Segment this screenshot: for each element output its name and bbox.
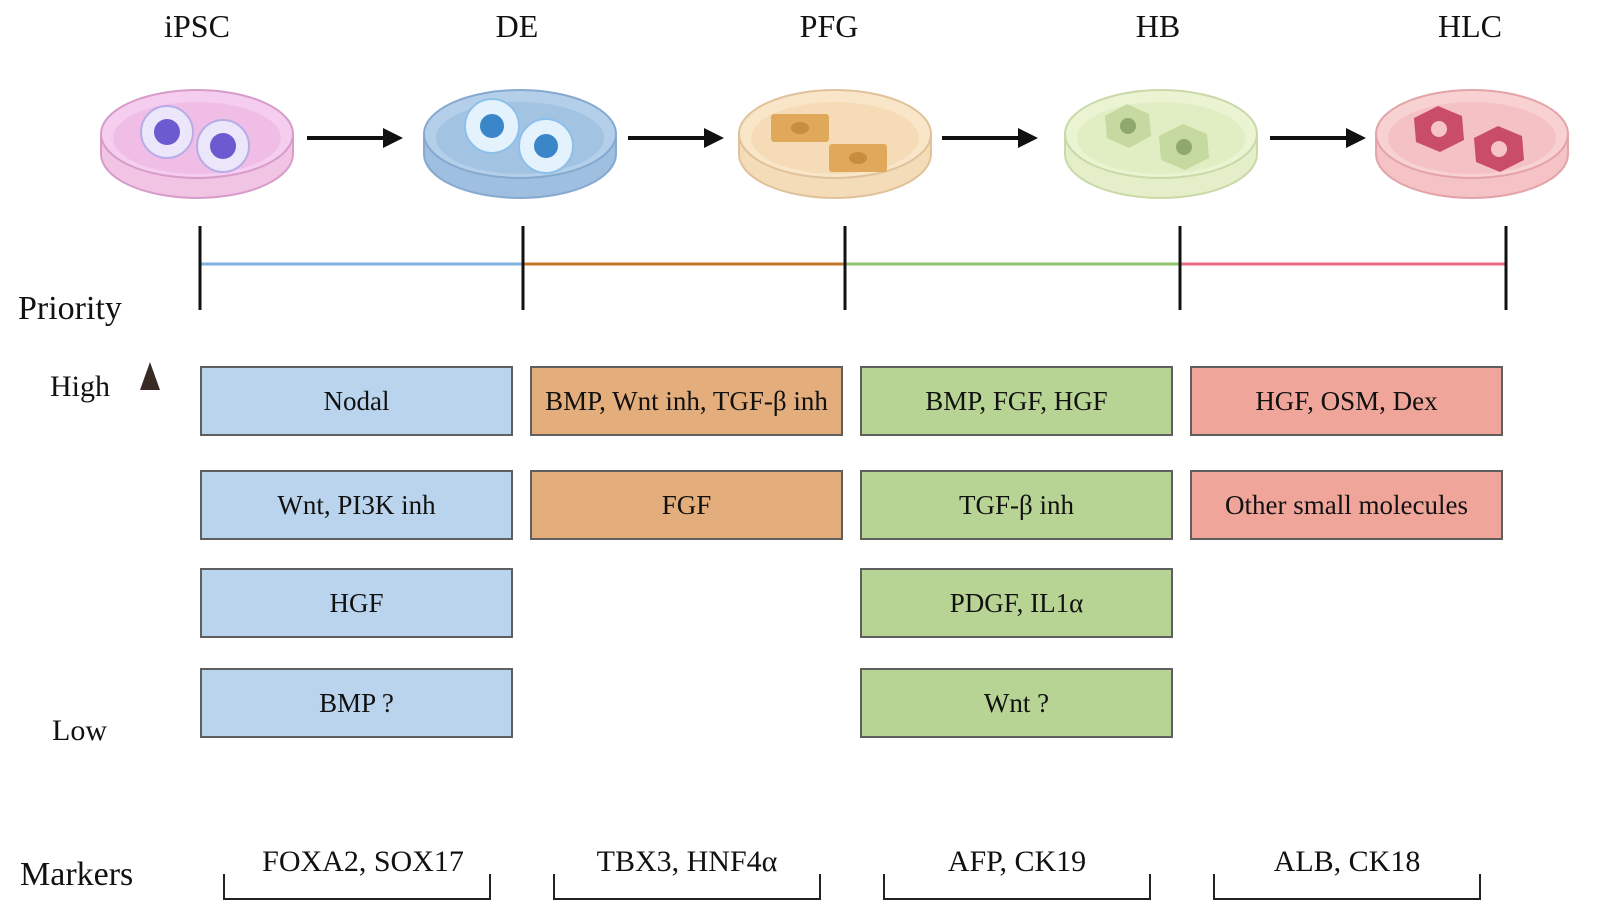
factor-box-de-pfg-2: FGF — [530, 470, 843, 540]
stage-label-pfg: PFG — [799, 8, 859, 44]
factor-box-pfg-hb-3: PDGF, IL1α — [860, 568, 1173, 638]
arrow-right-icon — [942, 128, 1038, 148]
petri-dish-hlc-icon — [1375, 89, 1569, 199]
factor-box-ipsc-de-1: Nodal — [200, 366, 513, 436]
factor-box-ipsc-de-3: HGF — [200, 568, 513, 638]
axis-high-label: High — [50, 370, 110, 403]
stage-label-hlc: HLC — [1438, 8, 1502, 44]
factor-box-pfg-hb-1: BMP, FGF, HGF — [860, 366, 1173, 436]
petri-dish-hb-icon — [1064, 89, 1258, 199]
marker-text-1: FOXA2, SOX17 — [262, 845, 464, 878]
priority-label: Priority — [18, 290, 122, 327]
factor-box-hb-hlc-1: HGF, OSM, Dex — [1190, 366, 1503, 436]
marker-text-4: ALB, CK18 — [1273, 845, 1421, 878]
factor-box-pfg-hb-2: TGF-β inh — [860, 470, 1173, 540]
petri-dish-ipsc-icon — [100, 89, 294, 199]
priority-axis-arrow-icon — [140, 362, 160, 758]
axis-low-label: Low — [52, 714, 107, 747]
marker-bracket — [223, 874, 491, 900]
stage-label-hb: HB — [1135, 8, 1181, 44]
markers-label: Markers — [20, 856, 134, 893]
stage-label-de: DE — [495, 8, 539, 44]
marker-text-3: AFP, CK19 — [947, 845, 1087, 878]
stage-label-ipsc: iPSC — [164, 8, 230, 44]
petri-dish-pfg-icon — [738, 89, 932, 199]
factor-box-pfg-hb-4: Wnt ? — [860, 668, 1173, 738]
marker-text-2: TBX3, HNF4α — [596, 845, 778, 878]
arrow-right-icon — [628, 128, 724, 148]
arrow-right-icon — [307, 128, 403, 148]
petri-dish-de-icon — [423, 89, 617, 199]
factor-box-hb-hlc-2: Other small molecules — [1190, 470, 1503, 540]
marker-bracket — [553, 874, 821, 900]
arrow-right-icon — [1270, 128, 1366, 148]
factor-box-ipsc-de-2: Wnt, PI3K inh — [200, 470, 513, 540]
factor-box-ipsc-de-4: BMP ? — [200, 668, 513, 738]
marker-bracket — [883, 874, 1151, 900]
marker-bracket — [1213, 874, 1481, 900]
factor-box-de-pfg-1: BMP, Wnt inh, TGF-β inh — [530, 366, 843, 436]
